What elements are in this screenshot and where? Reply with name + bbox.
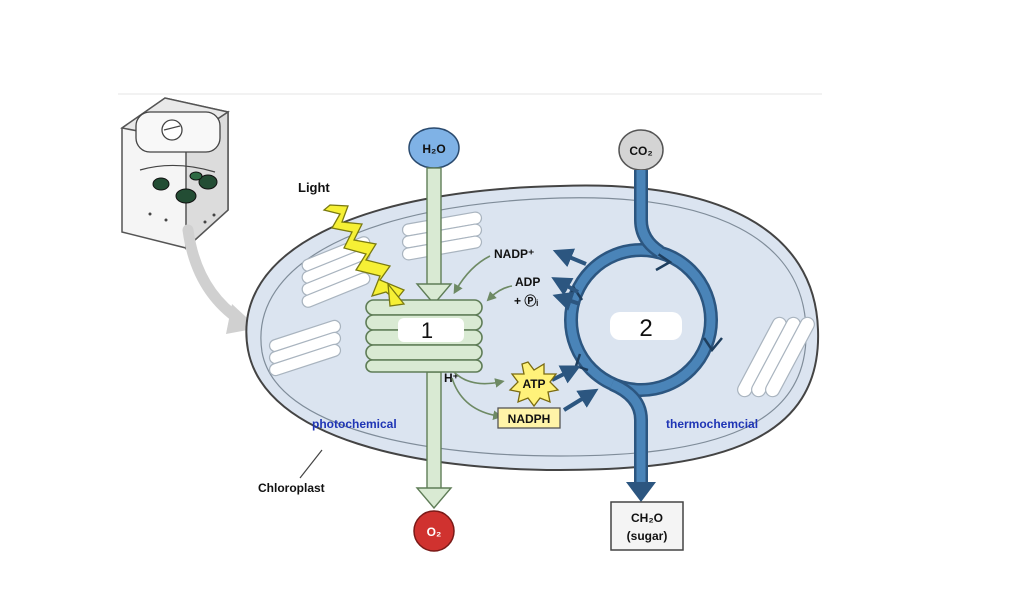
- sugar-formula-label: CH₂O: [631, 511, 663, 525]
- atp-label: ATP: [522, 377, 545, 391]
- o2-node: O₂: [413, 510, 455, 552]
- grana-background: [268, 211, 815, 398]
- sugar-name-label: (sugar): [627, 529, 668, 543]
- blank-2-text: 2: [639, 315, 652, 342]
- blank-1-text: 1: [421, 318, 433, 343]
- blank-label-2: 2: [610, 312, 682, 342]
- sugar-box: CH₂O (sugar): [610, 501, 684, 551]
- calvin-cycle-ring: [564, 243, 723, 397]
- light-label: Light: [298, 180, 330, 195]
- o2-label: O₂: [427, 525, 442, 539]
- h2o-label: H₂O: [422, 142, 445, 156]
- photochemical-label: photochemical: [312, 417, 397, 431]
- adp-label: ADP: [515, 275, 540, 289]
- pi-label: + Ⓟᵢ: [514, 293, 538, 308]
- water-arrow: [415, 167, 453, 306]
- atp-badge: ATP: [508, 361, 560, 408]
- oxygen-arrow: [415, 371, 453, 510]
- blank-label-1: 1: [398, 318, 464, 343]
- h2o-node: H₂O: [408, 127, 460, 169]
- plant-cell-icon: [120, 97, 230, 250]
- co2-label: CO₂: [629, 144, 652, 158]
- thermochemical-label: thermochemcial: [666, 417, 758, 431]
- nadph-label: NADPH: [508, 412, 551, 426]
- co2-node: CO₂: [618, 129, 664, 171]
- sugar-outflow: [609, 377, 656, 502]
- exchange-arrows: [551, 248, 599, 412]
- h-plus-label: H⁺: [444, 371, 459, 385]
- light-bolt: [322, 204, 406, 307]
- return-arrows: [451, 255, 513, 420]
- nadp-plus-label: NADP⁺: [494, 247, 534, 261]
- nadph-box: NADPH: [497, 407, 561, 429]
- chloroplast-label: Chloroplast: [258, 481, 325, 495]
- chloroplast-leader: [299, 449, 323, 479]
